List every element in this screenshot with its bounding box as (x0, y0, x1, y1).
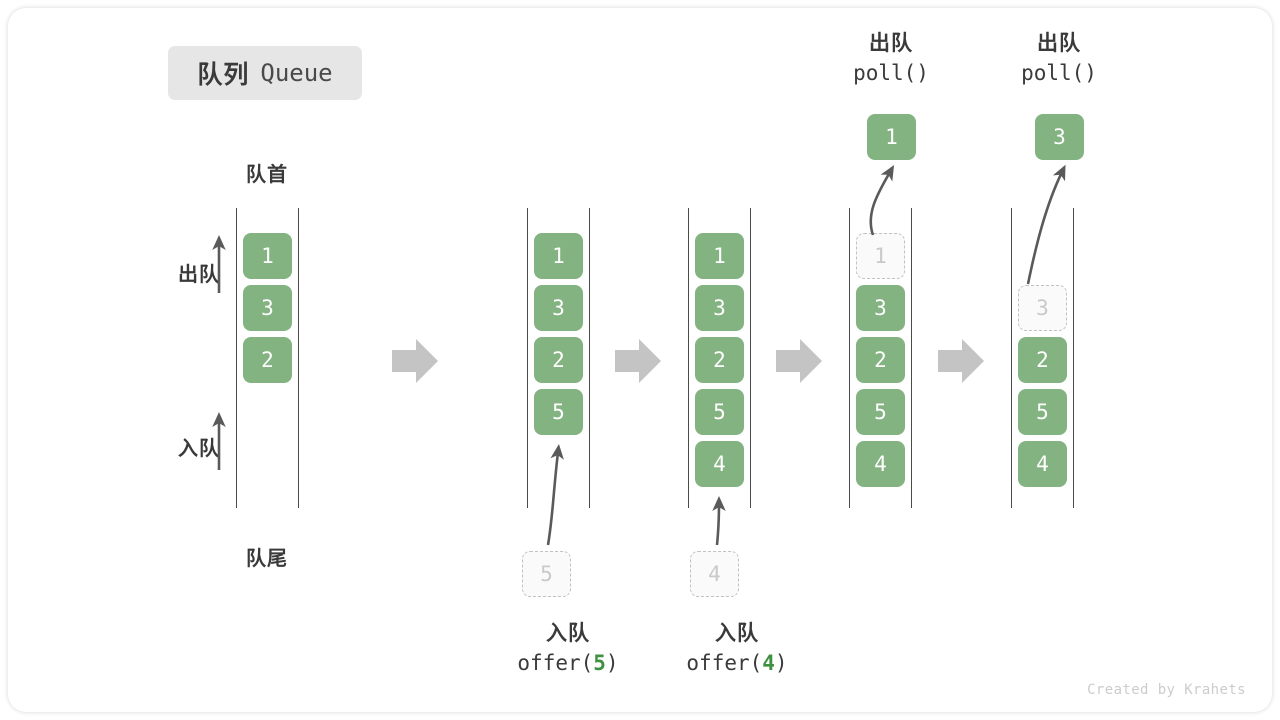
queue-cell: 2 (1018, 337, 1067, 383)
polled-element-1: 1 (867, 114, 916, 160)
code-suffix: ) (774, 650, 788, 675)
queue-column-initial: 1 3 2 (236, 208, 300, 508)
caption-poll-3-code: poll() (1021, 60, 1097, 85)
rail-right-icon (911, 208, 912, 508)
queue-cell: 3 (856, 285, 905, 331)
caption-poll-3: 出队 poll() (959, 30, 1159, 88)
queue-cell: 5 (695, 389, 744, 435)
caption-poll-1: 出队 poll() (791, 30, 991, 88)
queue-cell: 3 (695, 285, 744, 331)
queue-column-after-poll-1: 1 3 2 5 4 (849, 208, 913, 508)
code-prefix: offer( (686, 650, 763, 675)
rail-left-icon (1011, 208, 1012, 508)
queue-head-label: 队首 (246, 164, 288, 186)
queue-column-after-poll-3: 3 2 5 4 (1011, 208, 1075, 508)
rail-right-icon (298, 208, 299, 508)
rail-left-icon (688, 208, 689, 508)
queue-cell: 4 (1018, 441, 1067, 487)
caption-offer-4-code: offer(4) (637, 649, 837, 678)
code-arg: 4 (762, 650, 775, 675)
code-arg: 5 (593, 650, 606, 675)
enqueue-direction-label: 入队 (178, 438, 220, 460)
rail-left-icon (236, 208, 237, 508)
queue-cell: 4 (695, 441, 744, 487)
title-chinese: 队列 (197, 61, 250, 89)
queue-cell: 5 (534, 389, 583, 435)
dequeue-direction-label: 出队 (178, 264, 220, 286)
polled-element-3: 3 (1035, 114, 1084, 160)
caption-poll-1-cn: 出队 (869, 32, 913, 55)
rail-right-icon (750, 208, 751, 508)
rail-left-icon (527, 208, 528, 508)
queue-cell: 4 (856, 441, 905, 487)
queue-cell-removed: 3 (1018, 285, 1067, 331)
code-suffix: ) (605, 650, 619, 675)
rail-left-icon (849, 208, 850, 508)
code-prefix: offer( (517, 650, 594, 675)
diagram-card (8, 8, 1272, 712)
title-badge: 队列 Queue (168, 46, 362, 100)
queue-cell: 5 (1018, 389, 1067, 435)
title-english: Queue (260, 59, 333, 87)
queue-cell: 3 (534, 285, 583, 331)
caption-poll-3-cn: 出队 (1037, 32, 1081, 55)
rail-right-icon (1073, 208, 1074, 508)
caption-offer-4-cn: 入队 (715, 622, 759, 645)
queue-cell: 1 (243, 233, 292, 279)
queue-column-after-offer-4: 1 3 2 5 4 (688, 208, 752, 508)
credit-text: Created by Krahets (1087, 682, 1246, 698)
incoming-element-ghost-4: 4 (690, 551, 739, 597)
queue-cell-removed: 1 (856, 233, 905, 279)
queue-cell: 1 (695, 233, 744, 279)
queue-cell: 2 (534, 337, 583, 383)
incoming-element-ghost-5: 5 (522, 551, 571, 597)
caption-offer-5-code: offer(5) (468, 649, 668, 678)
caption-offer-4: 入队 offer(4) (637, 620, 837, 678)
rail-right-icon (589, 208, 590, 508)
queue-cell: 2 (856, 337, 905, 383)
queue-cell: 2 (695, 337, 744, 383)
caption-offer-5-cn: 入队 (546, 622, 590, 645)
queue-cell: 5 (856, 389, 905, 435)
caption-poll-1-code: poll() (853, 60, 929, 85)
caption-offer-5: 入队 offer(5) (468, 620, 668, 678)
queue-cell: 1 (534, 233, 583, 279)
queue-cell: 3 (243, 285, 292, 331)
queue-column-after-offer-5: 1 3 2 5 (527, 208, 591, 508)
queue-cell: 2 (243, 337, 292, 383)
queue-tail-label: 队尾 (246, 548, 288, 570)
